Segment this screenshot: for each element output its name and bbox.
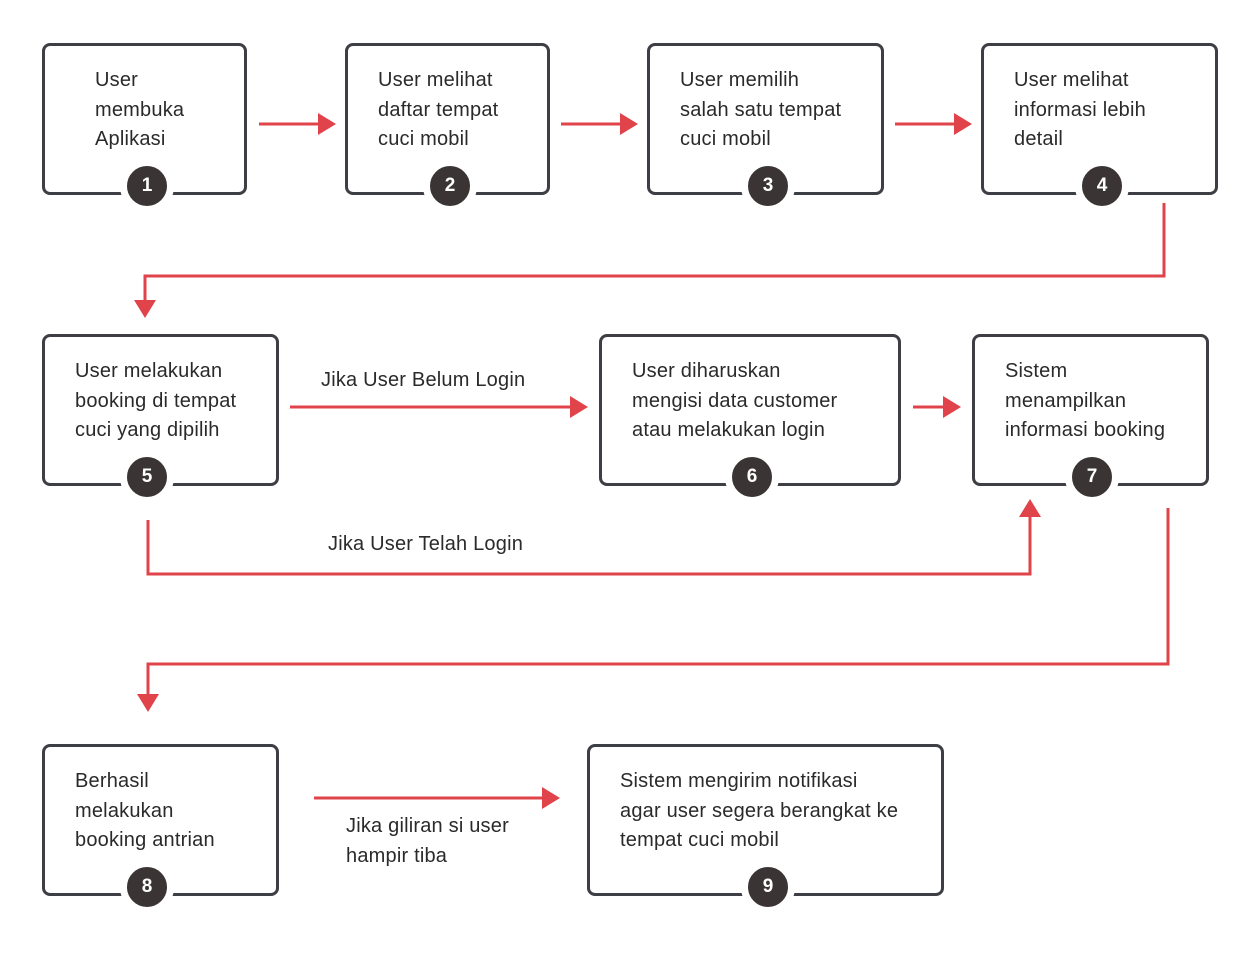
step-2-box: User melihat daftar tempat cuci mobil 2 <box>345 43 550 213</box>
step-2-text: User melihat daftar tempat cuci mobil <box>378 69 499 150</box>
edge-label-logged-in: Jika User Telah Login <box>328 533 524 555</box>
step-1-badge: 1 <box>120 159 174 213</box>
step-5-text: User melakukan booking di tempat cuci ya… <box>75 360 237 441</box>
step-9-box: Sistem mengirim notifikasi agar user seg… <box>587 744 944 914</box>
step-5-badge: 5 <box>120 450 174 504</box>
step-3-badge: 3 <box>741 159 795 213</box>
arrowhead-2-to-3 <box>620 113 638 135</box>
arrow-4-to-5 <box>143 203 1166 302</box>
step-8-box: Berhasil melakukan booking antrian 8 <box>42 744 279 914</box>
step-2-badge: 2 <box>423 159 477 213</box>
arrowhead-1-to-2 <box>318 113 336 135</box>
step-9-text: Sistem mengirim notifikasi agar user seg… <box>620 770 899 851</box>
step-7-text: Sistem menampilkan informasi booking <box>1005 360 1166 441</box>
step-4-text: User melihat informasi lebih detail <box>1014 69 1146 150</box>
step-1-box: User membuka Aplikasi 1 <box>42 43 247 213</box>
arrowhead-5-to-7 <box>1019 499 1041 517</box>
step-6-text: User diharuskan mengisi data customer at… <box>632 360 838 441</box>
step-4-badge: 4 <box>1075 159 1129 213</box>
arrowhead-3-to-4 <box>954 113 972 135</box>
arrow-7-to-8 <box>146 508 1170 696</box>
step-8-text: Berhasil melakukan booking antrian <box>75 770 215 851</box>
step-5-box: User melakukan booking di tempat cuci ya… <box>42 334 279 504</box>
step-8-badge: 8 <box>120 860 174 914</box>
step-3-text: User memilih salah satu tempat cuci mobi… <box>680 69 842 150</box>
step-7-badge: 7 <box>1065 450 1119 504</box>
step-1-text: User membuka Aplikasi <box>95 69 185 150</box>
arrowhead-8-to-9 <box>542 787 560 809</box>
arrowhead-5-to-6 <box>570 396 588 418</box>
step-7-box: Sistem menampilkan informasi booking 7 <box>972 334 1209 504</box>
step-6-box: User diharuskan mengisi data customer at… <box>599 334 901 504</box>
arrowhead-6-to-7 <box>943 396 961 418</box>
step-6-badge: 6 <box>725 450 779 504</box>
step-3-box: User memilih salah satu tempat cuci mobi… <box>647 43 884 213</box>
step-4-box: User melihat informasi lebih detail 4 <box>981 43 1218 213</box>
arrowhead-4-to-5 <box>134 300 156 318</box>
step-9-badge: 9 <box>741 860 795 914</box>
arrow-5-to-7 <box>146 515 1032 576</box>
edge-label-not-logged-in: Jika User Belum Login <box>321 369 526 391</box>
arrowhead-7-to-8 <box>137 694 159 712</box>
edge-label-turn-near: Jika giliran si user hampir tiba <box>346 815 509 867</box>
